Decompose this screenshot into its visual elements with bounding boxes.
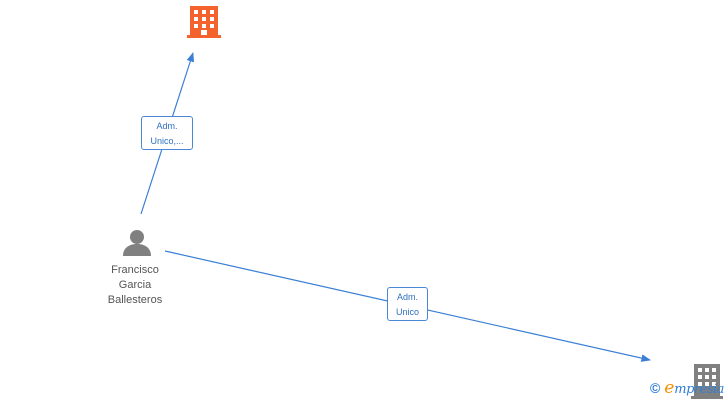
person-name[interactable]: Francisco Garcia Ballesteros — [90, 263, 180, 308]
person-name-line: Ballesteros — [107, 294, 163, 306]
edge-label-line: Unico — [395, 307, 419, 317]
copyright-symbol: © — [650, 380, 661, 396]
brand-watermark: © empresia — [650, 379, 724, 399]
edge-label-line: Unico,... — [150, 136, 184, 146]
edge-label-top[interactable]: Adm. Unico,... — [141, 116, 193, 150]
edge-label-line: Adm. — [156, 121, 178, 131]
brand-initial: e — [664, 378, 675, 398]
edge-label-bottom[interactable]: Adm. Unico — [387, 287, 428, 321]
person-name-line: Francisco — [111, 264, 159, 276]
edge-label-line: Adm. — [396, 292, 418, 302]
building-icon-top[interactable] — [187, 6, 221, 38]
person-name-line: Garcia — [118, 279, 152, 291]
brand-name: mpresia — [674, 382, 724, 397]
person-icon[interactable] — [123, 230, 151, 256]
building-icon-bottom[interactable] — [691, 364, 723, 399]
